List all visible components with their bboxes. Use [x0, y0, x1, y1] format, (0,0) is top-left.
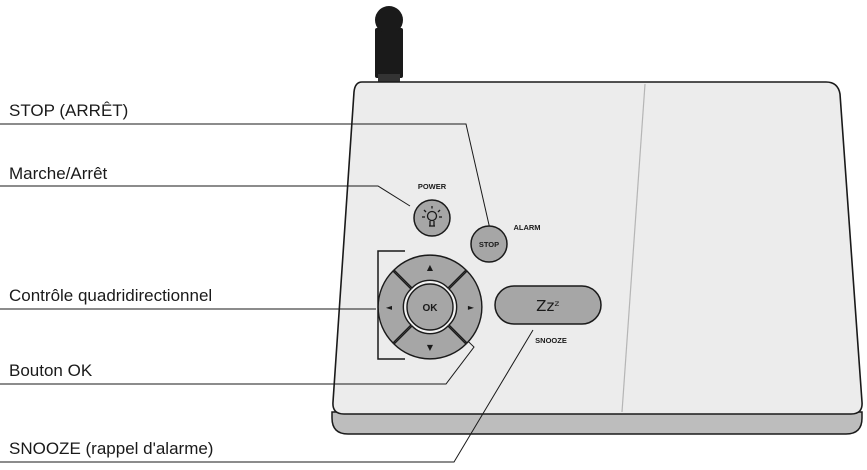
device-panel: [332, 81, 863, 415]
callout-dpad: Contrôle quadridirectionnel: [9, 286, 213, 305]
ok-button-label: OK: [423, 303, 439, 314]
dpad-left-button[interactable]: [377, 270, 412, 344]
arrow-right-icon: ►: [468, 303, 475, 312]
panel-divider: [621, 83, 646, 413]
ok-button[interactable]: [406, 283, 454, 331]
arrow-left-icon: ◄: [386, 303, 393, 312]
power-button[interactable]: [413, 199, 451, 237]
dpad-right-button[interactable]: [448, 270, 483, 344]
dpad-down-button[interactable]: [393, 325, 467, 360]
lightbulb-icon: [422, 206, 442, 227]
callout-lines: [0, 123, 534, 463]
arrow-down-icon: ▼: [427, 343, 434, 352]
callout-snooze: SNOOZE (rappel d'alarme): [9, 439, 214, 458]
snooze-device-label: SNOOZE: [535, 336, 567, 345]
snooze-button-label: Zzᶻ: [536, 297, 560, 315]
stop-button[interactable]: STOP: [470, 225, 508, 263]
callout-stop: STOP (ARRÊT): [9, 101, 129, 120]
arrow-up-icon: ▲: [427, 263, 434, 272]
callout-power: Marche/Arrêt: [9, 164, 108, 183]
snooze-button[interactable]: Zzᶻ: [494, 285, 602, 325]
antenna-icon: [375, 6, 403, 82]
power-device-label: POWER: [418, 182, 447, 191]
dpad-up-button[interactable]: [393, 254, 467, 289]
device-base: [331, 411, 863, 435]
callout-ok: Bouton OK: [9, 361, 93, 380]
dpad: OK ▲ ▼ ◄ ►: [377, 254, 483, 360]
stop-button-label: STOP: [479, 240, 499, 249]
alarm-device-label: ALARM: [513, 223, 540, 232]
